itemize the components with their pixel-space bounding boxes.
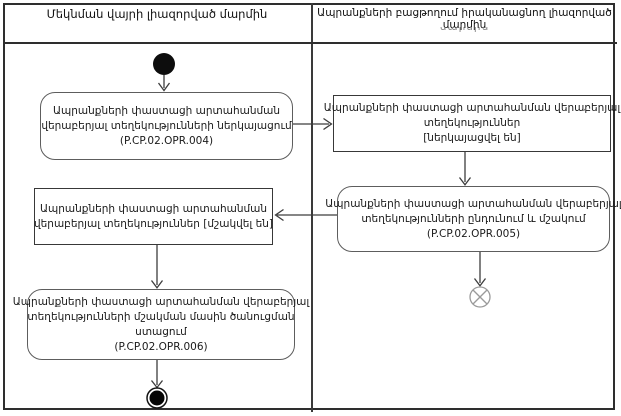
activity-text-line: ստացում (135, 325, 187, 338)
activity-receive-process-export-info: Ապրանքների փաստացի արտահանման վերաբերյալ… (325, 186, 621, 252)
activity-text-line: տեղեկությունների ընդունում և մշակում (361, 212, 586, 225)
state-text-line: Ապրանքների փաստացի արտահանման վերաբերյալ (323, 102, 621, 114)
state-text-line: վերաբերյալ տեղեկություններ [մշակվել են] (33, 217, 274, 230)
state-export-info-processed: Ապրանքների փաստացի արտահանման վերաբերյալ… (34, 188, 273, 245)
state-text-line: Ապրանքների փաստացի արտահանման (39, 202, 268, 215)
lane-header-clipped-text: մարմին (439, 27, 490, 33)
swimlane-divider (311, 3, 313, 412)
activity-receive-processing-notification: Ապրանքների փաստացի արտահանման վերաբերյալ… (13, 289, 309, 360)
activity-code: (P.CP.02.OPR.004) (119, 134, 214, 147)
lane-header-departure-authority: Մեկնման վայրի լիազորված մարմին (46, 7, 268, 21)
state-label: [ներկայացվել են] (423, 132, 521, 144)
scan-artifact-mark: , (583, 103, 586, 113)
state-export-info-submitted: Ապրանքների փաստացի արտահանման վերաբերյալ… (324, 95, 620, 152)
lane-header-release-authority: Ապրանքների բացթողում իրականացնող լիազորվ… (317, 7, 612, 31)
activity-text-line: վերաբերյալ տեղեկությունների ներկայացում (41, 119, 292, 132)
activity-text-line: Ապրանքների փաստացի արտահանման (52, 104, 281, 117)
diagram-frame (3, 3, 615, 410)
activity-text-line: Ապրանքների փաստացի արտահանման վերաբերյալ (325, 197, 621, 210)
activity-text-line: տեղեկությունների մշակման մասին ծանուցման (27, 310, 295, 323)
activity-submit-export-info: Ապրանքների փաստացի արտահանման վերաբերյալ… (40, 92, 293, 160)
activity-text-line: Ապրանքների փաստացի արտահանման վերաբերյալ (12, 295, 310, 308)
activity-code: (P.CP.02.OPR.005) (426, 227, 521, 240)
activity-code: (P.CP.02.OPR.006) (114, 340, 208, 353)
lane-header-rule (3, 42, 617, 44)
state-text-line: տեղեկություններ (423, 117, 521, 129)
